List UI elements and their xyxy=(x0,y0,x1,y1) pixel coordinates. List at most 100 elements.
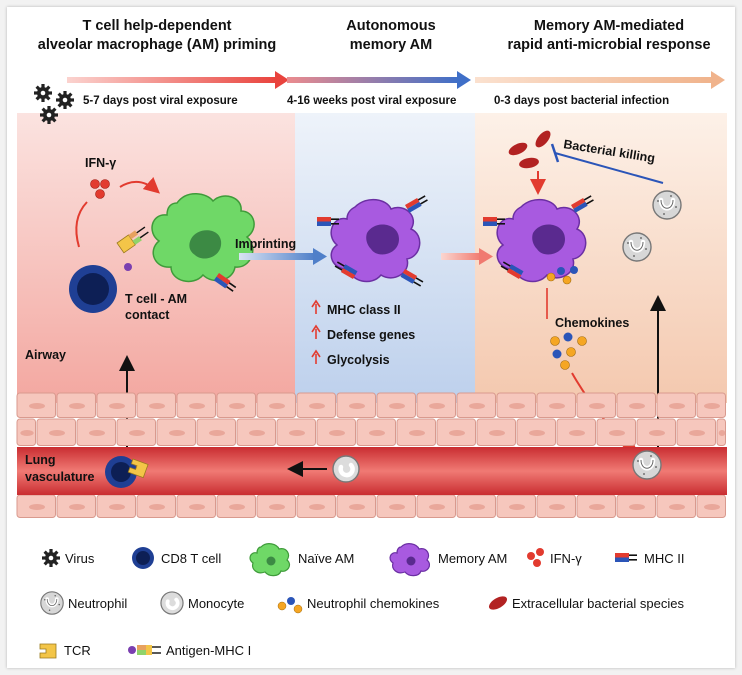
epithelial-nucleus xyxy=(309,504,325,510)
epithelial-nucleus xyxy=(629,403,645,409)
legend-naive-am: Naïve AM xyxy=(298,551,354,566)
legend: Virus CD8 T cell Naïve AM Memory AM IFN-… xyxy=(38,543,684,659)
epithelial-nucleus xyxy=(549,403,565,409)
upregulated-list: MHC class II Defense genes Glycolysis xyxy=(311,299,415,367)
epithelial-nucleus xyxy=(69,403,85,409)
epithelial-nucleus xyxy=(449,430,465,436)
ifn-label: IFN-γ xyxy=(85,156,116,170)
bacteria-cluster xyxy=(508,130,551,169)
chemokine-cluster xyxy=(550,332,587,370)
chemokines-icon xyxy=(277,597,303,614)
neutrophil-icon xyxy=(633,451,661,479)
epithelial-nucleus xyxy=(509,504,525,510)
epithelial-nucleus xyxy=(149,504,165,510)
legend-monocyte: Monocyte xyxy=(188,596,244,611)
legend-virus: Virus xyxy=(65,551,95,566)
title-col3-line2: rapid anti-microbial response xyxy=(507,37,710,53)
mhc-ii-icon xyxy=(614,552,638,563)
epithelial-nucleus xyxy=(209,430,225,436)
legend-memory-am: Memory AM xyxy=(438,551,507,566)
epithelial-nucleus xyxy=(369,430,385,436)
tcell-am-contact-line1: T cell - AM xyxy=(125,292,187,306)
cd8-t-cell xyxy=(69,265,117,313)
neutrophil-icon xyxy=(38,589,66,617)
epithelial-nucleus xyxy=(109,504,125,510)
epithelial-nucleus xyxy=(429,504,445,510)
epithelial-nucleus xyxy=(149,403,165,409)
naive-am-icon xyxy=(249,543,291,577)
epithelial-nucleus xyxy=(409,430,425,436)
epithelial-nucleus xyxy=(29,403,45,409)
epithelial-nucleus xyxy=(589,504,605,510)
legend-neutrophil: Neutrophil xyxy=(68,596,127,611)
tcr-antigen-synapse xyxy=(116,226,149,271)
cd8-t-cell-vessel xyxy=(105,456,137,488)
epithelial-nucleus xyxy=(469,403,485,409)
legend-chemokines: Neutrophil chemokines xyxy=(307,596,440,611)
epithelial-nucleus xyxy=(689,430,705,436)
epithelial-nucleus xyxy=(20,430,34,436)
ifn-gamma-dots xyxy=(90,179,110,199)
epithelial-nucleus xyxy=(649,430,665,436)
tcell-to-ifn-arc xyxy=(75,201,88,248)
epithelial-nucleus xyxy=(718,430,726,436)
epithelial-nucleus xyxy=(349,504,365,510)
timeline-step-3: 0-3 days post bacterial infection xyxy=(494,95,669,107)
epithelial-nucleus xyxy=(549,504,565,510)
epithelial-nucleus xyxy=(129,430,145,436)
naive-am-cell xyxy=(151,193,255,283)
epithelial-nucleus xyxy=(609,430,625,436)
legend-ifn: IFN-γ xyxy=(550,551,582,566)
lung-vasculature-line2: vasculature xyxy=(25,470,95,484)
epithelial-nucleus xyxy=(669,403,685,409)
monocyte-icon xyxy=(159,590,185,616)
monocyte-icon xyxy=(333,456,359,482)
epithelial-nucleus xyxy=(229,504,245,510)
epithelial-nucleus xyxy=(589,403,605,409)
epithelial-nucleus xyxy=(229,403,245,409)
epithelial-nucleus xyxy=(704,504,720,510)
legend-cd8: CD8 T cell xyxy=(161,551,221,566)
antigen-mhc1-icon xyxy=(128,645,161,655)
epithelial-nucleus xyxy=(89,430,105,436)
epithelial-nucleus xyxy=(249,430,265,436)
epithelial-nucleus xyxy=(669,504,685,510)
tcell-am-contact-line2: contact xyxy=(125,308,170,322)
epithelial-nucleus xyxy=(169,430,185,436)
virus-icon xyxy=(42,549,60,567)
epithelial-nucleus xyxy=(189,403,205,409)
virus-icon xyxy=(56,91,74,109)
neutrophil-icon xyxy=(623,233,651,261)
figure-frame: T cell help-dependent alveolar macrophag… xyxy=(7,7,735,668)
epithelial-nucleus xyxy=(29,504,45,510)
effect-defense-genes: Defense genes xyxy=(327,328,415,342)
memory-am-icon xyxy=(389,543,431,577)
virus-icon xyxy=(40,106,58,124)
legend-antigen-mhc1: Antigen-MHC I xyxy=(166,643,251,658)
imprinting-label: Imprinting xyxy=(235,237,296,251)
effect-glycolysis: Glycolysis xyxy=(327,353,390,367)
cd8-icon xyxy=(132,547,154,569)
epithelial-nucleus xyxy=(269,504,285,510)
epithelial-nucleus xyxy=(389,403,405,409)
epithelial-nucleus xyxy=(189,504,205,510)
memory-am-cell xyxy=(330,198,421,283)
epithelial-nucleus xyxy=(49,430,65,436)
chemokines-on-am xyxy=(546,266,578,285)
airway-label: Airway xyxy=(25,348,66,362)
ifn-to-am-arrow xyxy=(119,177,160,194)
epithelial-nucleus xyxy=(469,504,485,510)
imprinting-arrow xyxy=(239,248,327,265)
bacteria-icon xyxy=(488,596,508,610)
epithelial-nucleus xyxy=(349,403,365,409)
legend-tcr: TCR xyxy=(64,643,91,658)
epithelial-nucleus xyxy=(329,430,345,436)
timeline-step-2: 4-16 weeks post viral exposure xyxy=(287,95,456,107)
inhibition-line xyxy=(550,143,664,184)
epithelial-nucleus xyxy=(289,430,305,436)
epithelial-nucleus xyxy=(704,403,720,409)
legend-mhc2: MHC II xyxy=(644,551,684,566)
virus-icon xyxy=(34,84,52,102)
epithelial-nucleus xyxy=(389,504,405,510)
epithelial-nucleus xyxy=(429,403,445,409)
